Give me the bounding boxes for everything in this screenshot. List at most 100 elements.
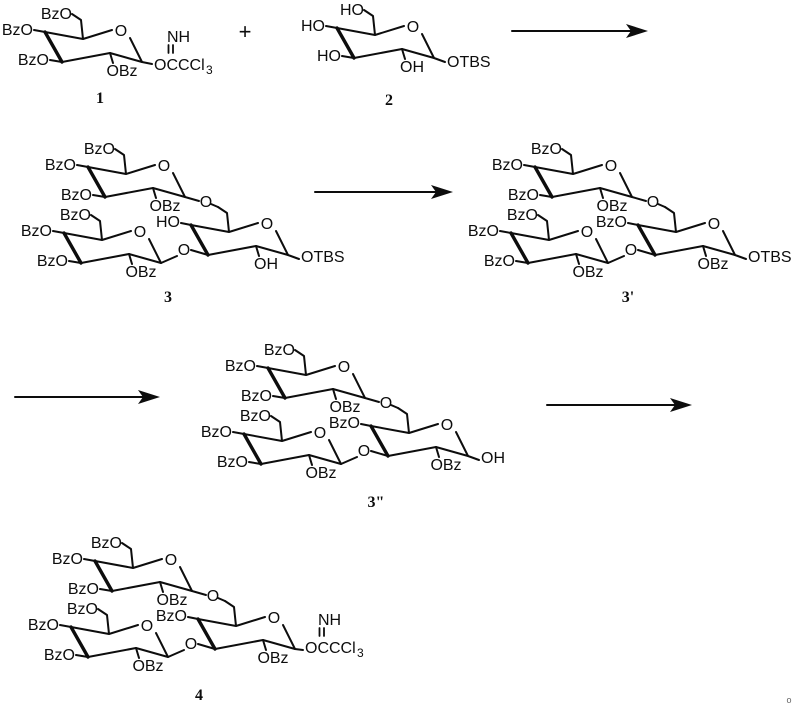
c3-ho-label: HO (317, 48, 341, 65)
compound-3-prime-bottom-ring: O BzO BzO BzO OBz (468, 207, 610, 281)
compound-2: O HO HO HO OH OTBS 2 (301, 2, 491, 109)
glycosidic-1-6-oxygen: O (647, 194, 659, 211)
compound-3dp-top-ring: O BzO BzO BzO OBz (225, 342, 367, 416)
c4-bzo-label: BzO (492, 157, 523, 174)
imidate-occcl-label: OCCCl (154, 57, 205, 74)
c4-ho-label: HO (156, 214, 180, 231)
compound-3-prime: O BzO BzO BzO OBz O BzO BzO BzO OBz O Bz… (468, 141, 792, 306)
c4-bzo-label: BzO (329, 415, 360, 432)
c2-obz-label: OBz (106, 63, 137, 80)
reaction-arrow-3 (14, 390, 160, 404)
c2-obz-label: OBz (156, 592, 187, 609)
compound-1: O BzO BzO BzO OBz OCCCl 3 NH 1 (2, 6, 213, 107)
c4-bzo-label: BzO (156, 608, 187, 625)
glycosidic-1-3-oxygen: O (178, 242, 190, 259)
c3-bzo-label: BzO (484, 253, 515, 270)
glycosidic-1-3-bonds (160, 249, 209, 264)
c2-oh-label: OH (254, 256, 278, 273)
c4-bzo-label: BzO (28, 617, 59, 634)
compound-3-prime-central-ring: O BzO OBz OTBS (596, 205, 792, 273)
ring-oxygen-label: O (441, 417, 453, 434)
reaction-arrow-4 (546, 398, 692, 412)
c2-obz-label: OBz (125, 264, 156, 281)
compound-3-double-prime: O BzO BzO BzO OBz O BzO BzO BzO OBz O Bz… (201, 342, 505, 511)
glycosidic-1-6-bonds (631, 196, 666, 208)
c3-bzo-label: BzO (44, 647, 75, 664)
anomeric-bond (433, 57, 446, 63)
ring-oxygen-label: O (134, 224, 146, 241)
compound-3-bottom-ring: O BzO BzO BzO OBz (21, 207, 163, 281)
anomeric-oh-label: OH (481, 450, 505, 467)
anomeric-otbs-label: OTBS (748, 249, 792, 266)
compound-4-number: 4 (195, 687, 203, 704)
compound-3dp-bottom-ring: O BzO BzO BzO OBz (201, 408, 343, 482)
glycosidic-1-3-bonds (340, 450, 389, 465)
compound-4-central-ring: O BzO OBz (156, 599, 297, 667)
glycosidic-1-3-oxygen: O (625, 242, 637, 259)
c2-obz-label: OBz (596, 198, 627, 215)
c2-obz-label: OBz (257, 650, 288, 667)
c4-bzo-label: BzO (468, 223, 499, 240)
c6-bzo-label: BzO (91, 535, 122, 552)
glycosidic-1-6-bonds (191, 590, 226, 602)
ring-skeleton (636, 205, 737, 257)
compound-3dp-number: 3" (368, 494, 385, 511)
ring-oxygen-label: O (581, 224, 593, 241)
reaction-arrow-2 (314, 185, 453, 199)
compound-3dp-central-ring: O BzO OBz OH (329, 406, 505, 474)
compound-1-imidate-group: OCCCl 3 NH (141, 29, 213, 77)
compound-3-prime-number: 3' (622, 289, 634, 306)
compound-1-number: 1 (96, 90, 104, 107)
anomeric-bond (734, 254, 747, 260)
c2-obz-label: OBz (132, 658, 163, 675)
compound-3: O BzO BzO BzO OBz O BzO BzO BzO OBz O HO… (21, 141, 345, 306)
c6-bzo-label: BzO (60, 207, 91, 224)
c4-bzo-label: BzO (2, 22, 33, 39)
ring-oxygen-label: O (314, 425, 326, 442)
ring-oxygen-label: O (115, 23, 127, 40)
ring-oxygen-label: O (708, 216, 720, 233)
c2-obz-label: OBz (572, 264, 603, 281)
imine-nh-label: NH (167, 29, 190, 46)
c6-bzo-label: BzO (507, 207, 538, 224)
compound-4-bottom-ring: O BzO BzO BzO OBz (28, 601, 170, 675)
c2-obz-label: OBz (329, 399, 360, 416)
c4-ho-label: HO (301, 18, 325, 35)
arrow-head (626, 24, 648, 38)
ring-oxygen-label: O (165, 552, 177, 569)
c6-bzo-label: BzO (67, 601, 98, 618)
ring-oxygen-label: O (261, 216, 273, 233)
c3-bzo-label: BzO (37, 253, 68, 270)
imidate-subscript: 3 (357, 646, 364, 660)
ring-oxygen-label: O (605, 158, 617, 175)
c6-ho-label: HO (340, 2, 364, 19)
anomeric-bond (287, 254, 300, 260)
c4-bzo-label: BzO (52, 551, 83, 568)
arrow-head (431, 185, 453, 199)
imidate-subscript: 3 (206, 63, 213, 77)
anomeric-otbs-label: OTBS (447, 54, 491, 71)
glycosidic-1-3-oxygen: O (185, 636, 197, 653)
compound-3-prime-top-ring: O BzO BzO BzO OBz (492, 141, 634, 215)
c6-bzo-label: BzO (41, 6, 72, 23)
glycosidic-1-3-oxygen: O (358, 443, 370, 460)
c3-bzo-label: BzO (241, 388, 272, 405)
c2-obz-label: OBz (430, 457, 461, 474)
imidate-occcl-label: OCCCl (305, 640, 356, 657)
c4-bzo-label: BzO (201, 424, 232, 441)
c3-bzo-label: BzO (217, 454, 248, 471)
c3-bzo-label: BzO (508, 187, 539, 204)
corner-artifact-mark: o (786, 695, 791, 705)
ring-oxygen-label: O (268, 610, 280, 627)
c4-bzo-label: BzO (45, 157, 76, 174)
reaction-arrow-1 (511, 24, 648, 38)
compound-3-central-ring: O HO OH OTBS (156, 205, 345, 273)
compound-4: O BzO BzO BzO OBz O BzO BzO BzO OBz O Bz… (28, 535, 364, 704)
glycosidic-1-6-bonds (184, 196, 219, 208)
cn-double-bond (318, 627, 325, 637)
compound-1-ring: O BzO BzO BzO OBz (2, 6, 144, 80)
c4-bzo-label: BzO (596, 214, 627, 231)
plus-sign: + (239, 19, 252, 44)
